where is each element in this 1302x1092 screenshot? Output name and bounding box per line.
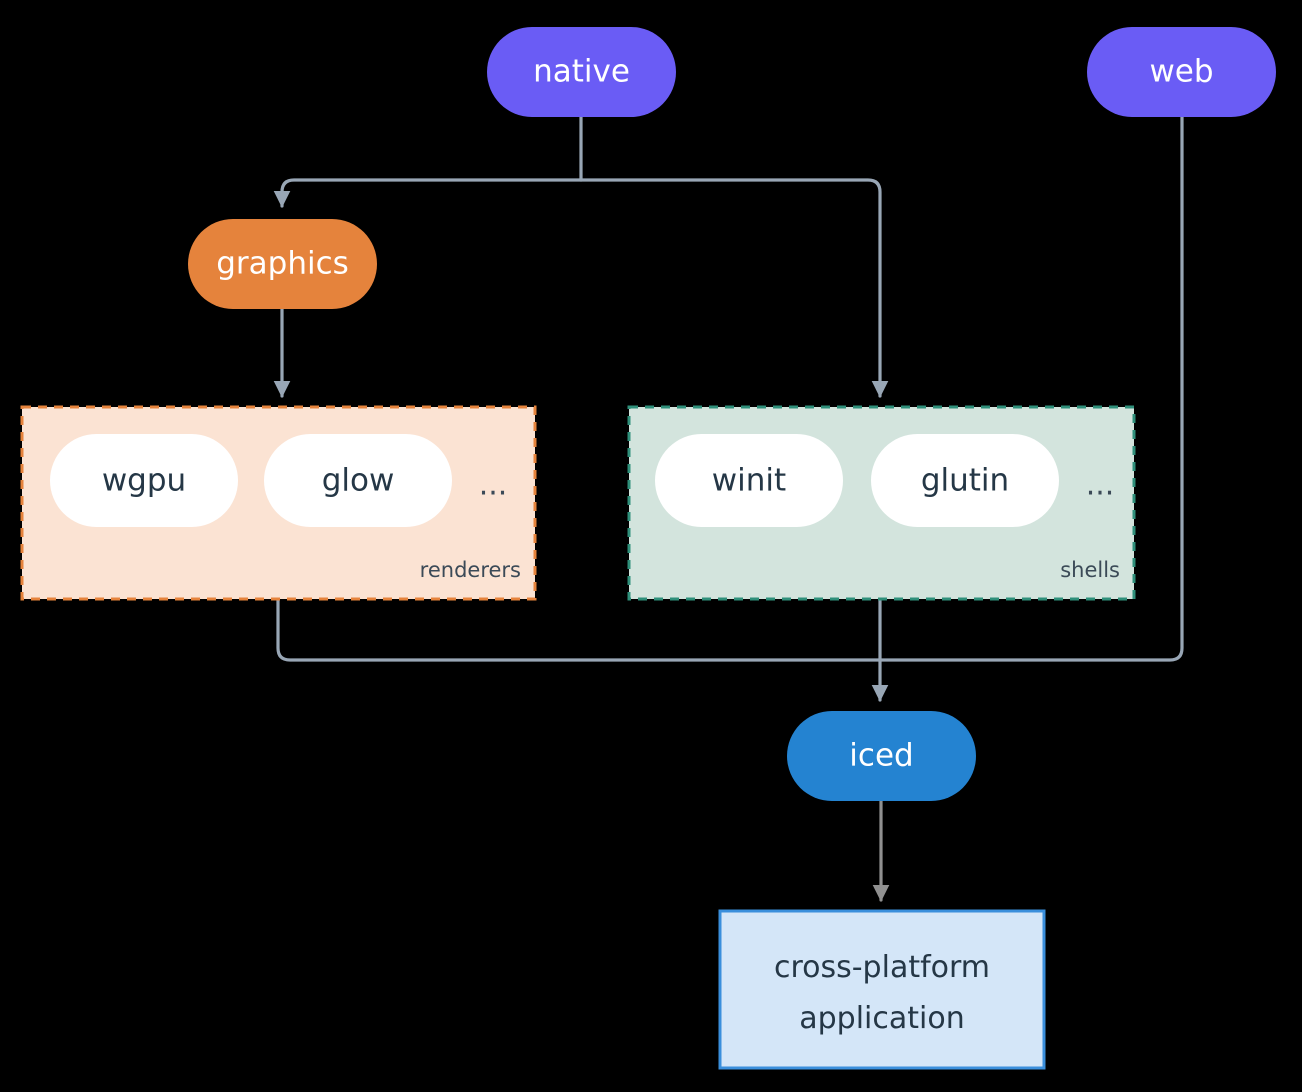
node-winit[interactable]: winit xyxy=(655,434,843,527)
node-graphics-shape xyxy=(188,219,377,309)
node-wgpu-shape xyxy=(50,434,238,527)
shells-ellipsis: ... xyxy=(1086,468,1115,503)
node-glutin[interactable]: glutin xyxy=(871,434,1059,527)
node-winit-label: winit xyxy=(712,463,786,499)
node-graphics-label: graphics xyxy=(216,246,349,282)
renderers-ellipsis: ... xyxy=(479,468,508,503)
node-web-label: web xyxy=(1149,54,1213,90)
edge-native-to-shells xyxy=(579,178,889,398)
group-renderers: wgpu glow ... renderers xyxy=(20,405,537,601)
node-glow-label: glow xyxy=(322,463,395,499)
node-winit-shape xyxy=(655,434,843,527)
group-renderers-title: renderers xyxy=(420,558,521,582)
node-graphics[interactable]: graphics xyxy=(188,219,377,309)
group-shells: winit glutin ... shells xyxy=(627,405,1136,601)
node-native-shape xyxy=(487,27,676,117)
edge-renderers-to-iced xyxy=(276,597,881,662)
group-shells-title: shells xyxy=(1060,558,1120,582)
node-web-shape xyxy=(1087,27,1276,117)
node-iced[interactable]: iced xyxy=(787,711,976,801)
node-iced-shape xyxy=(787,711,976,801)
node-glutin-shape xyxy=(871,434,1059,527)
node-application-shape xyxy=(718,909,1046,1070)
node-glow-shape xyxy=(264,434,452,527)
node-iced-label: iced xyxy=(849,738,913,774)
node-native-label: native xyxy=(533,54,630,90)
node-web[interactable]: web xyxy=(1087,27,1276,117)
node-glutin-label: glutin xyxy=(921,463,1009,499)
edge-web-to-iced xyxy=(879,115,1184,662)
node-wgpu[interactable]: wgpu xyxy=(50,434,238,527)
node-application-label-line-2: application xyxy=(799,1001,964,1036)
node-application-label-line-1: cross-platform xyxy=(774,950,990,985)
node-glow[interactable]: glow xyxy=(264,434,452,527)
node-wgpu-label: wgpu xyxy=(102,463,186,499)
node-native[interactable]: native xyxy=(487,27,676,117)
edge-native-to-graphics xyxy=(273,178,583,208)
node-application[interactable]: cross-platform application xyxy=(718,909,1046,1070)
